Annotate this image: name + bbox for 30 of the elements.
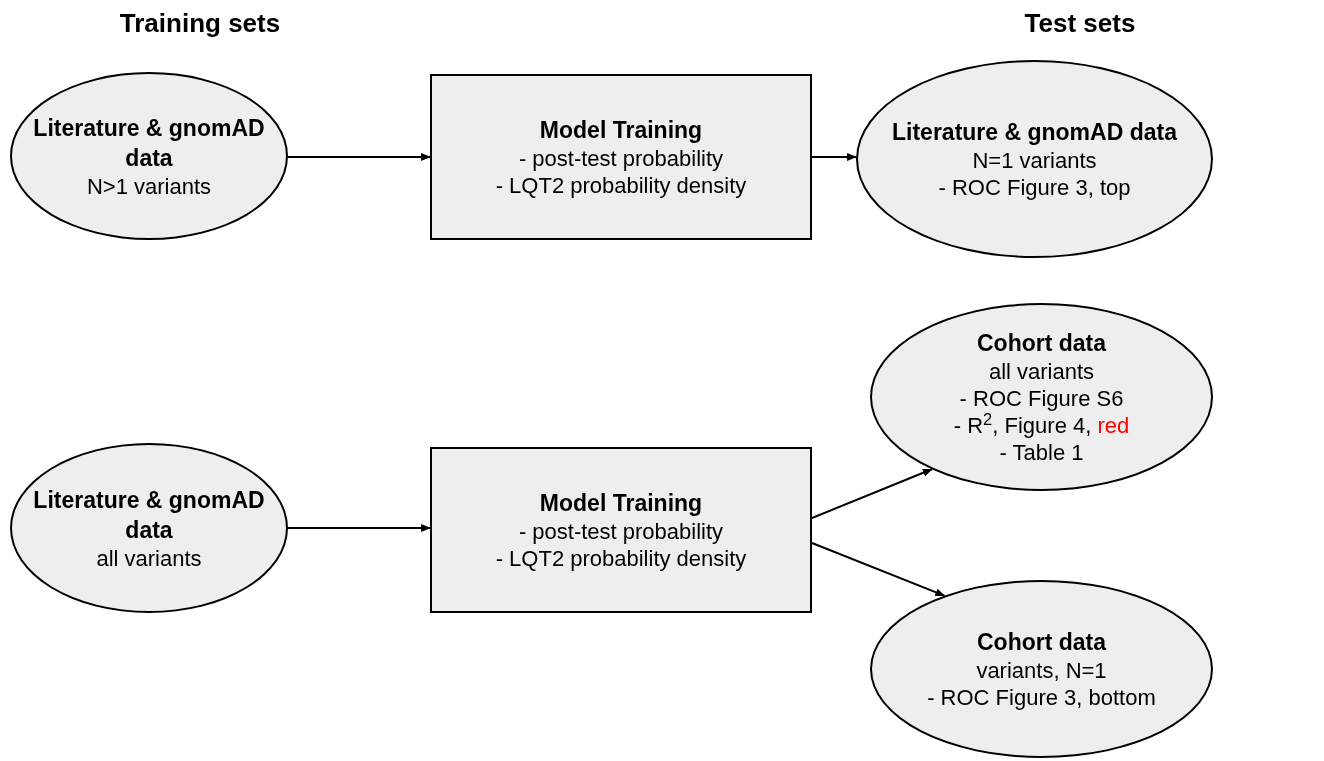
node-text: N=1 variants <box>972 147 1097 174</box>
arrow <box>811 153 858 161</box>
node-text: - LQT2 probability density <box>495 172 747 199</box>
column-heading: Training sets <box>118 7 282 40</box>
node-text: - post-test probability <box>518 145 724 172</box>
node-text: - LQT2 probability density <box>495 545 747 572</box>
node-text: variants, N=1 <box>976 657 1107 684</box>
node-text: - R$^{2}$, Figure 4, red <box>953 412 1130 439</box>
node-text: - Table 1 <box>999 439 1084 466</box>
node-text: - post-test probability <box>518 518 724 545</box>
arrow <box>811 468 933 519</box>
node-title: Cohort data <box>976 628 1107 657</box>
node-text: - ROC Figure S6 <box>959 385 1124 412</box>
node-text: - ROC Figure 3, bottom <box>927 684 1156 711</box>
arrow <box>287 153 431 161</box>
process-box <box>430 74 812 240</box>
arrow <box>811 542 946 597</box>
node-text: all variants <box>96 544 202 572</box>
node-title: Literature & gnomAD data <box>32 485 266 545</box>
arrow <box>287 524 431 532</box>
node-title: Literature & gnomAD data <box>32 113 266 173</box>
node-title: Model Training <box>539 116 703 145</box>
node-title: Cohort data <box>976 329 1107 358</box>
node-text: all variants <box>988 358 1095 385</box>
node-text: N>1 variants <box>86 172 212 200</box>
node-title: Literature & gnomAD data <box>892 118 1177 147</box>
node-title: Model Training <box>539 489 703 518</box>
process-box <box>430 447 812 613</box>
node-text: - ROC Figure 3, top <box>938 174 1131 201</box>
column-heading: Test sets <box>1023 7 1137 40</box>
